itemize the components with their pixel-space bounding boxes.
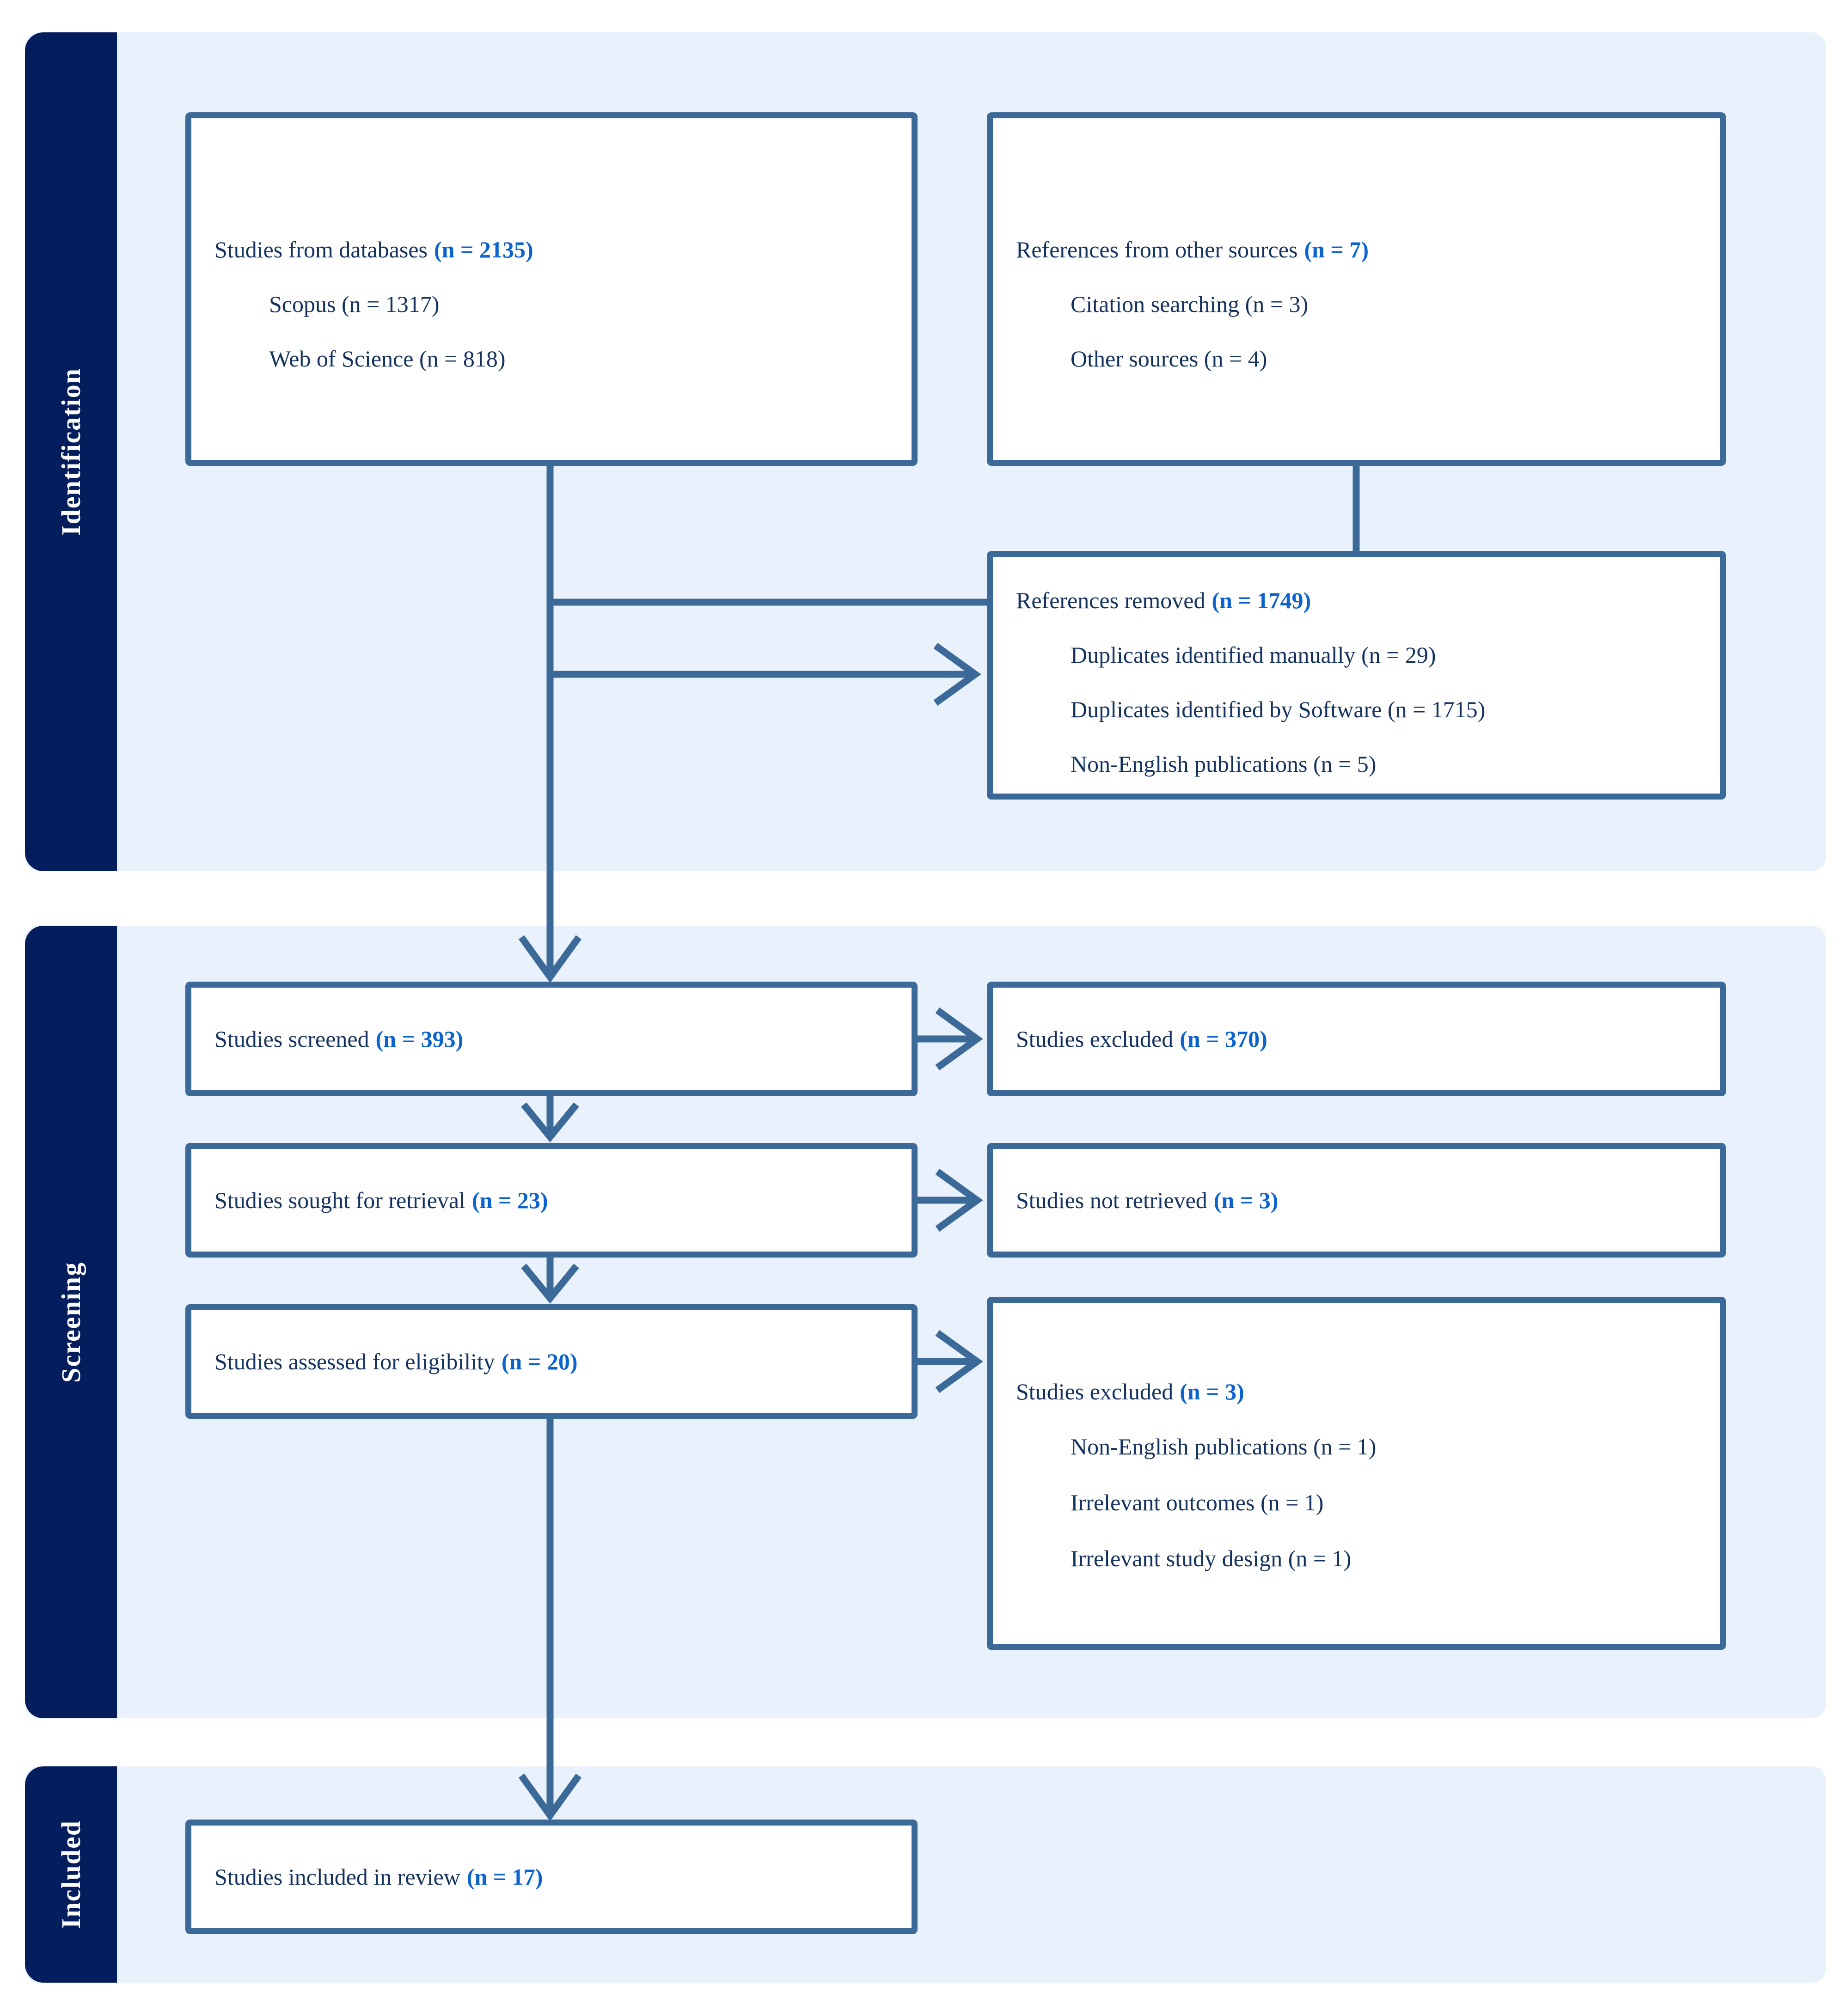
box-title: Studies from databases(n = 2135)	[214, 237, 533, 263]
box-title: Studies assessed for eligibility(n = 20)	[214, 1349, 578, 1374]
arrow-sought-to-assessed	[521, 1258, 579, 1304]
box-studies-included-review: Studies included in review(n = 17)	[185, 1820, 918, 1934]
arrow-to-references-removed	[550, 642, 981, 706]
box-sub-item: Web of Science (n = 818)	[269, 346, 506, 372]
box-studies-not-retrieved: Studies not retrieved(n = 3)	[987, 1143, 1726, 1258]
box-title: Studies excluded(n = 370)	[1016, 1026, 1267, 1052]
count-badge: (n = 23)	[471, 1187, 548, 1213]
count-badge: (n = 7)	[1304, 237, 1369, 263]
count-badge: (n = 393)	[375, 1026, 464, 1052]
count-badge: (n = 20)	[501, 1349, 578, 1374]
box-studies-assessed-eligibility: Studies assessed for eligibility(n = 20)	[185, 1304, 918, 1419]
screening-band: Screening	[25, 926, 117, 1718]
box-title: References from other sources(n = 7)	[1016, 237, 1369, 263]
count-badge: (n = 2135)	[434, 237, 533, 263]
box-title: Studies sought for retrieval(n = 23)	[214, 1187, 548, 1213]
included-band: Included	[25, 1766, 117, 1983]
box-studies-sought-retrieval: Studies sought for retrieval(n = 23)	[185, 1143, 918, 1258]
arrow-assessed-to-included	[518, 1419, 582, 1821]
box-sub-item: Scopus (n = 1317)	[269, 291, 440, 317]
count-badge: (n = 17)	[466, 1864, 543, 1890]
box-sub-item: Duplicates identified manually (n = 29)	[1071, 642, 1436, 668]
box-title: Studies excluded(n = 3)	[1016, 1379, 1244, 1404]
count-badge: (n = 370)	[1180, 1026, 1267, 1052]
box-sub-item: Irrelevant study design (n = 1)	[1071, 1545, 1352, 1571]
arrow-databases-to-screened	[518, 466, 582, 983]
count-badge: (n = 1749)	[1212, 587, 1311, 613]
count-badge: (n = 3)	[1180, 1379, 1244, 1404]
box-studies-from-databases: Studies from databases(n = 2135) Scopus …	[185, 112, 918, 466]
box-studies-screened: Studies screened(n = 393)	[185, 982, 918, 1096]
box-title: Studies included in review(n = 17)	[214, 1864, 543, 1890]
box-sub-item: Irrelevant outcomes (n = 1)	[1071, 1490, 1324, 1515]
box-sub-item: Non-English publications (n = 1)	[1071, 1434, 1377, 1459]
arrow-assessed-to-excluded	[918, 1330, 983, 1393]
count-badge: (n = 3)	[1213, 1187, 1279, 1213]
identification-band: Identification	[25, 32, 117, 871]
box-studies-excluded-eligibility: Studies excluded(n = 3) Non-English publ…	[987, 1297, 1726, 1650]
box-studies-excluded-screening: Studies excluded(n = 370)	[987, 982, 1726, 1096]
box-title: Studies screened(n = 393)	[214, 1026, 464, 1052]
arrow-screened-to-sought	[521, 1096, 579, 1142]
box-references-removed: References removed(n = 1749) Duplicates …	[987, 551, 1726, 800]
box-title: References removed(n = 1749)	[1016, 587, 1311, 613]
box-title: Studies not retrieved(n = 3)	[1016, 1187, 1279, 1213]
arrow-sought-to-not-retrieved	[918, 1168, 983, 1232]
box-sub-item: Citation searching (n = 3)	[1071, 291, 1309, 317]
arrow-screened-to-excluded	[918, 1007, 983, 1071]
box-sub-item: Non-English publications (n = 5)	[1071, 751, 1377, 777]
box-sub-item: Duplicates identified by Software (n = 1…	[1071, 696, 1486, 722]
box-references-other-sources: References from other sources(n = 7) Cit…	[987, 112, 1726, 466]
box-sub-item: Other sources (n = 4)	[1071, 346, 1267, 372]
